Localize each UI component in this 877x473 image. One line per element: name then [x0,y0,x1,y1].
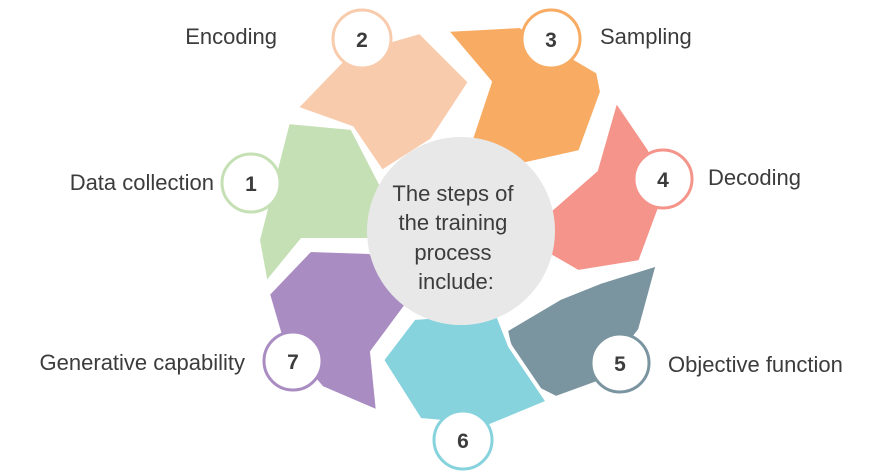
center-line-3: process [414,240,491,265]
badge-3-circle [520,8,582,70]
label-generative-capability: Generative capability [40,350,245,375]
badge-7: 7 [262,330,324,392]
center-line-4: include: [418,269,494,294]
badge-3-number: 3 [545,29,557,52]
number-badges: 1 2 3 4 5 6 7 [220,8,694,471]
label-encoding: Encoding [185,24,277,49]
center-text: The steps of the training process includ… [392,181,519,294]
badge-1-number: 1 [245,173,257,196]
badge-4-circle [632,148,694,210]
badge-1: 1 [220,152,282,214]
badge-5: 5 [589,332,651,394]
badge-6-number: 6 [457,430,469,453]
badge-2: 2 [331,8,393,70]
badge-7-circle [262,330,324,392]
step-labels: Data collection Encoding Sampling Decodi… [40,24,843,377]
label-sampling: Sampling [600,24,692,49]
label-data-collection: Data collection [70,170,214,195]
badge-3: 3 [520,8,582,70]
badge-5-number: 5 [614,353,626,376]
label-objective-function: Objective function [668,352,843,377]
badge-6: 6 [432,409,494,471]
label-decoding: Decoding [708,165,801,190]
badge-2-circle [331,8,393,70]
badge-1-circle [220,152,282,214]
badge-2-number: 2 [356,29,368,52]
center-line-1: The steps of [392,181,514,206]
badge-7-number: 7 [287,351,299,374]
center-line-2: the training [399,210,508,235]
badge-4-number: 4 [657,169,669,192]
badge-5-circle [589,332,651,394]
center-circle [367,137,555,325]
badge-4: 4 [632,148,694,210]
badge-6-circle [432,409,494,471]
